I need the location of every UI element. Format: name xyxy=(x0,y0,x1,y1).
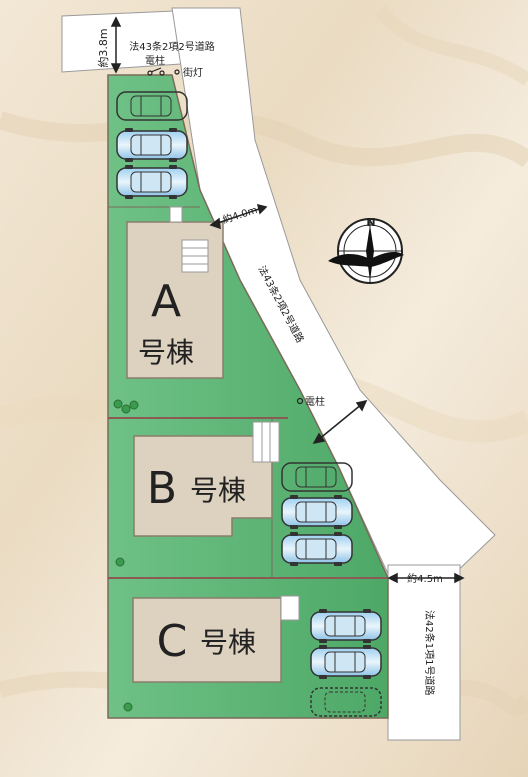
shrubs xyxy=(113,399,139,712)
street-light-icon xyxy=(174,69,180,75)
parked-car-c1 xyxy=(310,608,382,644)
parked-car-2 xyxy=(116,164,188,200)
building-b-letter: B xyxy=(147,463,177,514)
building-c xyxy=(132,595,300,683)
parked-car-b1 xyxy=(281,494,353,530)
utility-pole-icon xyxy=(147,67,165,76)
road-top-width-label: 約3.8m xyxy=(96,28,110,67)
utility-pole-label: 電柱 xyxy=(145,54,165,67)
road-right-width-label: 約4.5m xyxy=(407,572,443,585)
building-a-letter: A xyxy=(151,276,181,327)
building-a xyxy=(126,206,224,379)
utility-pole-mid-icon xyxy=(296,397,304,405)
compass-north-label: N xyxy=(366,216,375,229)
parked-car-c2 xyxy=(310,644,382,680)
building-a-suffix: 号棟 xyxy=(138,336,194,369)
dimension-arrows xyxy=(110,16,465,584)
road-right-type-label-group: 法42条1項1号道路 xyxy=(423,610,436,695)
parked-car-1 xyxy=(116,127,188,163)
compass-icon xyxy=(328,218,404,284)
building-b xyxy=(133,421,280,537)
building-c-letter: C xyxy=(157,616,188,667)
parked-car-b2 xyxy=(281,531,353,567)
building-c-suffix: 号棟 xyxy=(200,626,256,659)
road-network xyxy=(61,7,496,741)
road-right-type-label: 法42条1項1号道路 xyxy=(423,610,436,695)
building-b-suffix: 号棟 xyxy=(190,474,246,507)
utility-pole-mid-label: 電柱 xyxy=(305,395,325,408)
street-light-label: 街灯 xyxy=(183,66,203,79)
road-top-type-label: 法43条2項2号道路 xyxy=(129,40,214,53)
